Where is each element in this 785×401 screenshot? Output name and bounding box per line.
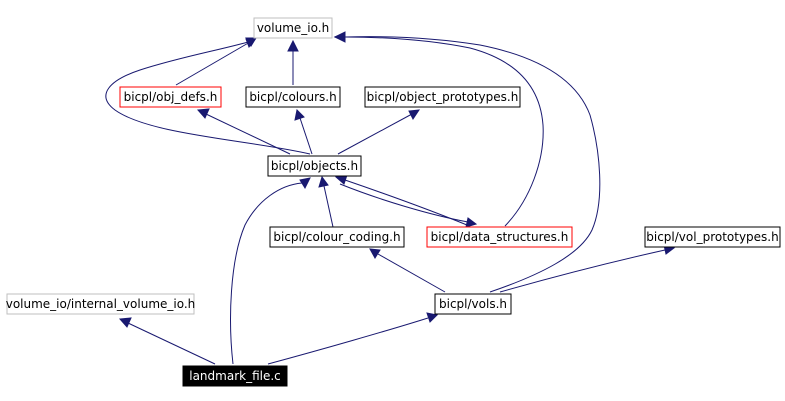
nodes: volume_io.h bicpl/obj_defs.h bicpl/colou… [6, 17, 781, 387]
node-label: bicpl/vols.h [439, 297, 507, 311]
node-label: bicpl/colours.h [249, 90, 336, 104]
node-box [269, 226, 405, 248]
node-obj-defs-h[interactable]: bicpl/obj_defs.h [119, 86, 222, 108]
node-box [245, 86, 341, 108]
arrowhead-icon [196, 108, 210, 119]
node-box [364, 86, 521, 108]
node-landmark-file-c[interactable]: landmark_file.c [182, 365, 288, 387]
arrowhead-icon [369, 248, 381, 259]
node-internal-volume-io-h[interactable]: volume_io/internal_volume_io.h [6, 293, 196, 315]
node-vol-prototypes-h[interactable]: bicpl/vol_prototypes.h [644, 226, 781, 248]
edge-objects-to-obj-defs [205, 113, 291, 155]
edge-obj-defs-to-volume-io [175, 41, 251, 86]
node-label: bicpl/vol_prototypes.h [646, 230, 778, 244]
node-label: volume_io.h [257, 21, 329, 35]
node-label: landmark_file.c [189, 369, 281, 383]
arrowhead-icon [245, 37, 258, 49]
node-box [119, 86, 222, 108]
node-label: bicpl/obj_defs.h [124, 90, 218, 104]
edge-data-structures-to-objects [344, 179, 468, 226]
arrowhead-icon [318, 175, 329, 188]
edge-data-structures-to-volume-io [344, 36, 544, 227]
node-box [6, 293, 195, 315]
arrowhead-icon [426, 312, 439, 323]
node-volume-io-h[interactable]: volume_io.h [253, 17, 333, 39]
edge-objects-to-colours [299, 117, 313, 155]
edge-colour-coding-to-objects [323, 185, 334, 228]
node-label: bicpl/colour_coding.h [273, 230, 400, 244]
arrowhead-icon [294, 108, 305, 121]
edge-objects-to-volume-io [105, 41, 311, 155]
arrowhead-icon [118, 317, 132, 328]
arrowhead-icon [465, 217, 478, 228]
node-box [434, 293, 512, 315]
node-label: volume_io/internal_volume_io.h [6, 297, 196, 311]
edges [105, 31, 676, 365]
node-object-prototypes-h[interactable]: bicpl/object_prototypes.h [364, 86, 521, 108]
arrowhead-icon [408, 109, 421, 120]
node-vols-h[interactable]: bicpl/vols.h [434, 293, 512, 315]
arrowhead-icon [333, 32, 346, 42]
node-colours-h[interactable]: bicpl/colours.h [245, 86, 341, 108]
arrowhead-icon [299, 177, 311, 190]
edge-objects-to-data-structures [339, 183, 469, 223]
node-label: bicpl/object_prototypes.h [367, 90, 519, 104]
node-colour-coding-h[interactable]: bicpl/colour_coding.h [269, 226, 405, 248]
edge-landmark-to-internal-volume-io [127, 322, 216, 365]
node-data-structures-h[interactable]: bicpl/data_structures.h [426, 226, 573, 248]
node-box [426, 226, 573, 248]
edge-landmark-to-objects [230, 182, 303, 365]
node-objects-h[interactable]: bicpl/objects.h [267, 155, 362, 177]
node-box [267, 155, 362, 177]
edge-objects-to-object-prototypes [337, 113, 413, 155]
node-label: bicpl/objects.h [271, 159, 358, 173]
edge-vols-to-volume-io [344, 36, 601, 293]
edge-vols-to-colour-coding [377, 253, 446, 293]
edge-vols-to-vol-prototypes [499, 249, 666, 293]
node-box [644, 226, 781, 248]
node-box [182, 365, 288, 387]
edge-landmark-to-vols [267, 317, 429, 365]
node-box [253, 17, 333, 39]
arrowhead-icon [287, 39, 299, 52]
node-label: bicpl/data_structures.h [431, 230, 569, 244]
